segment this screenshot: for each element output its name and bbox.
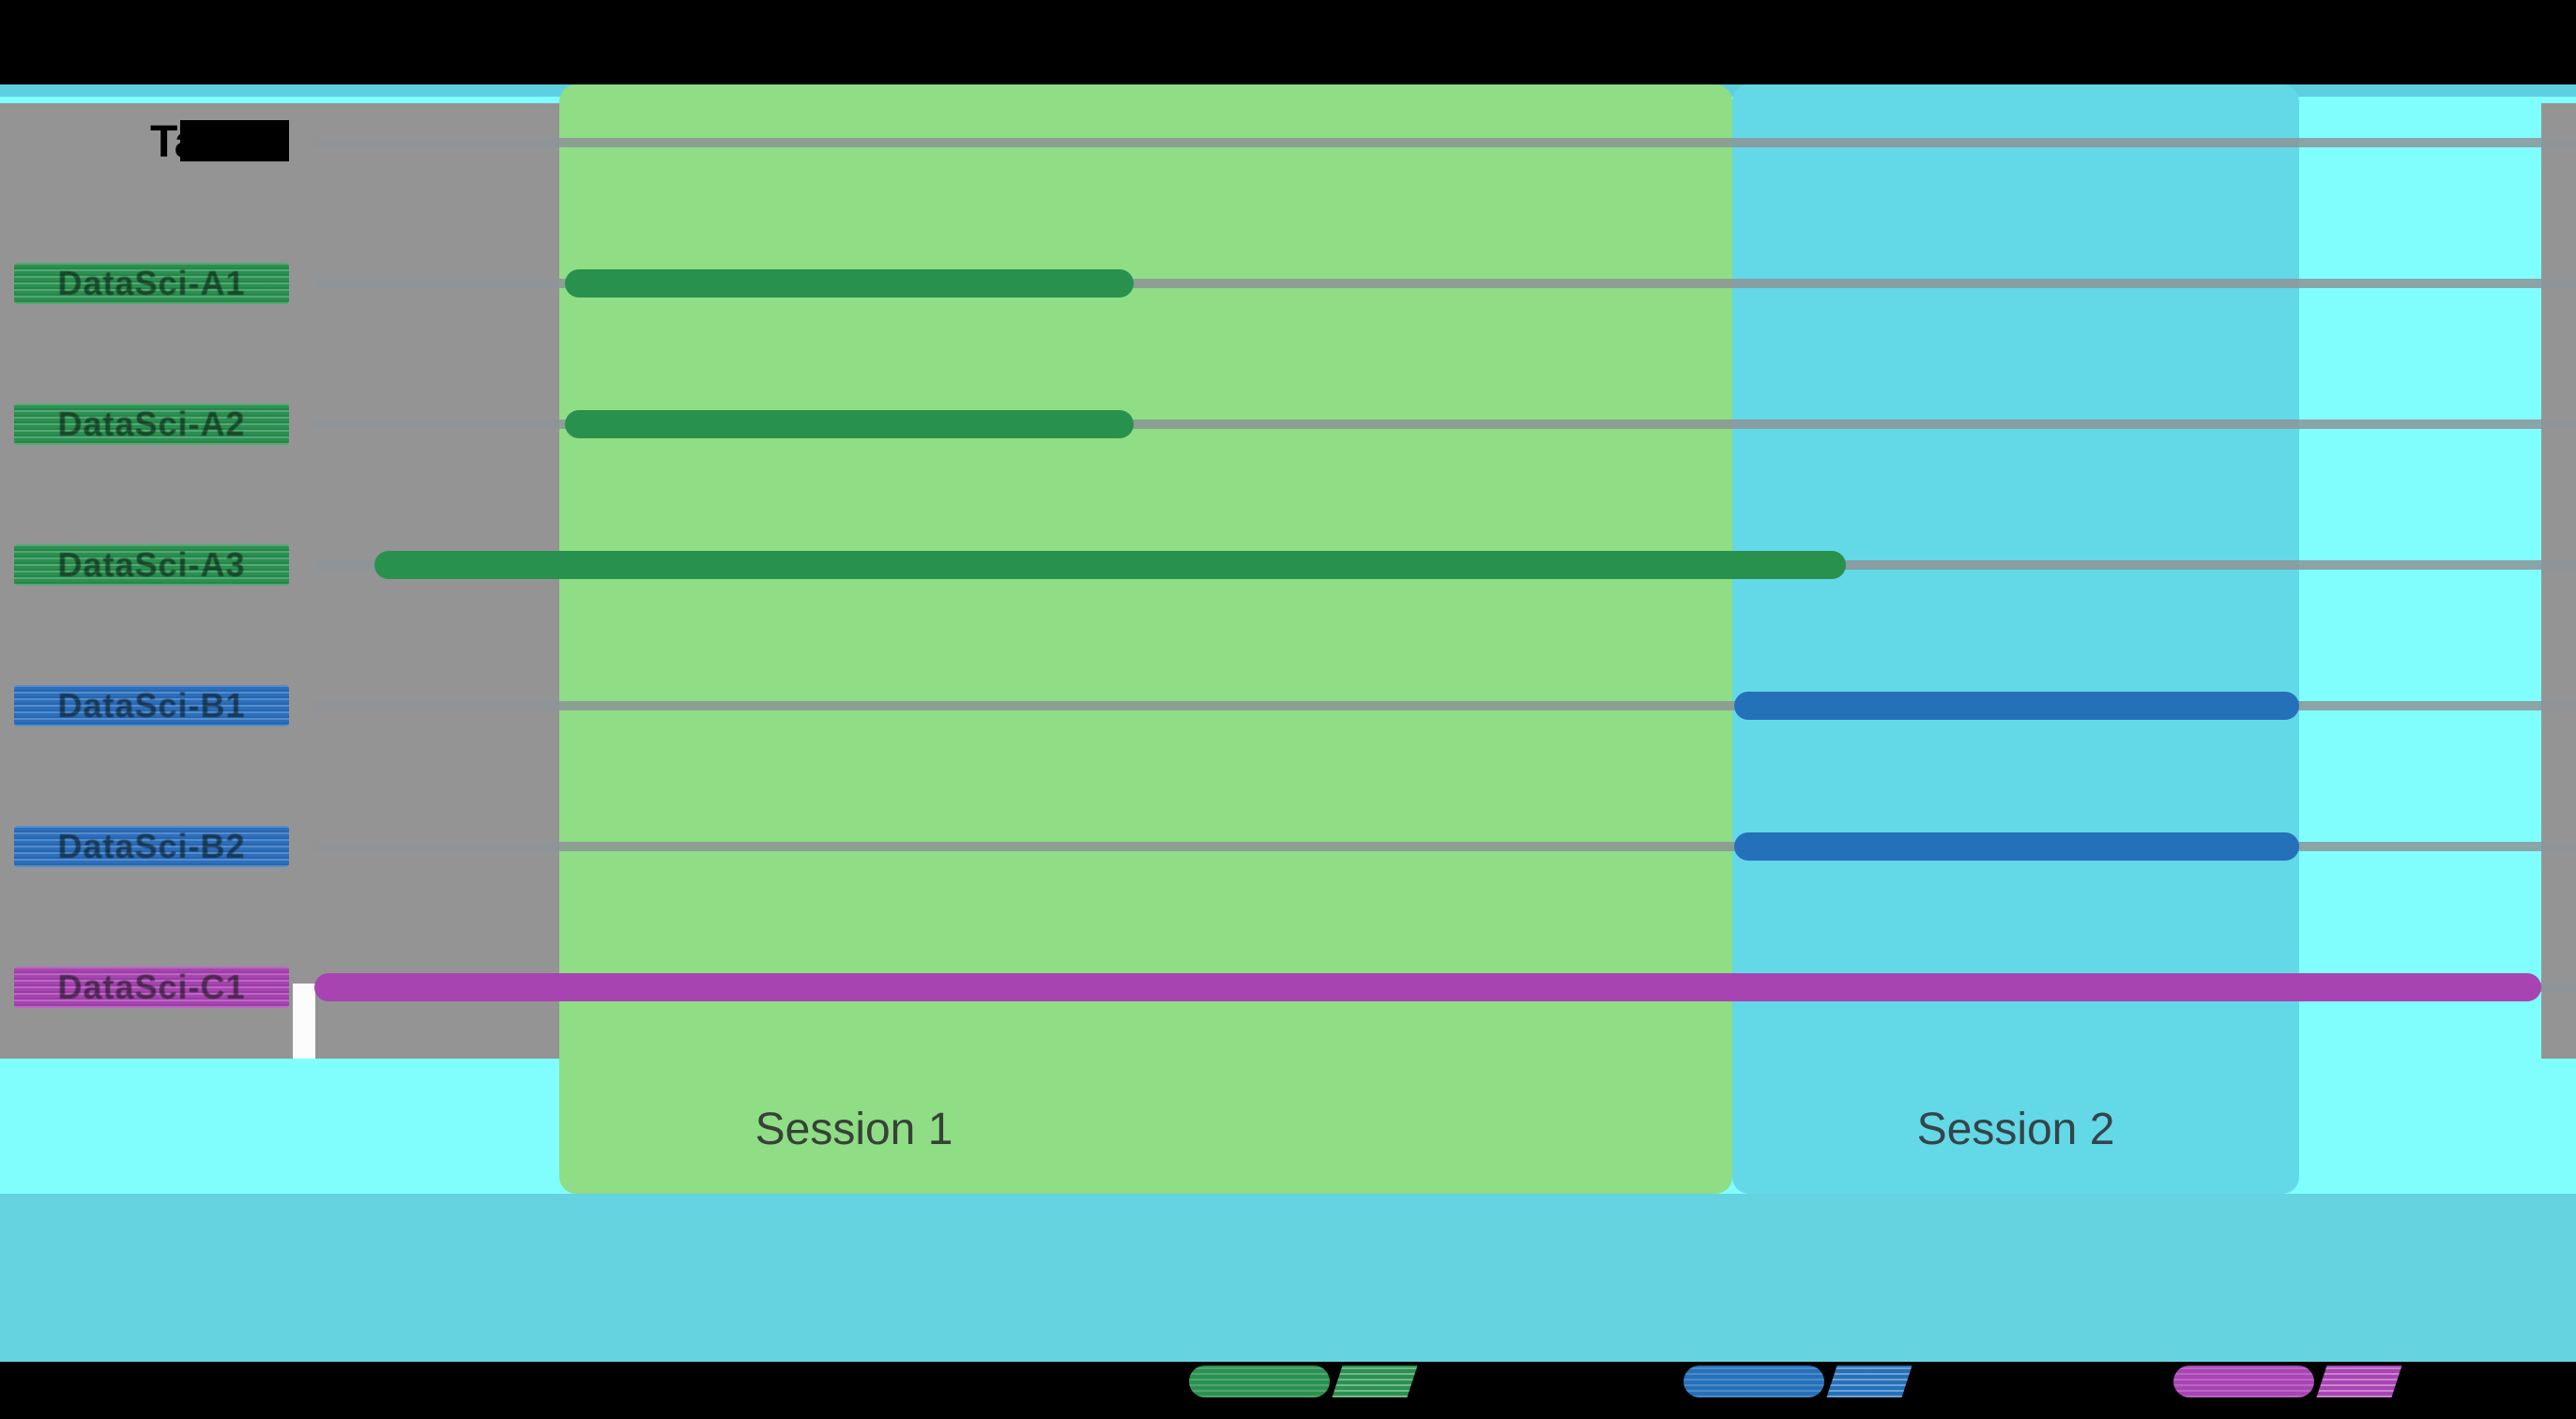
row-label-chip: DataSci-A2 [14,404,289,445]
task-bar-datasci-a2 [565,410,1134,438]
row-label: DataSci-C1 [57,968,246,1006]
figure-footer-band [0,1194,2576,1362]
axis-title-occlusion-box [180,120,289,161]
session-1-band [559,84,1732,1194]
legend-swatch-blue [1684,1366,1824,1397]
task-bar-datasci-b2 [1734,832,2299,861]
session-1-label: Session 1 [755,1105,953,1154]
legend-slash-magenta [2316,1366,2402,1397]
task-bar-datasci-b1 [1734,692,2299,720]
session-2-label: Session 2 [1916,1105,2115,1154]
task-bar-datasci-c1 [314,973,2541,1001]
post-session-band [2299,97,2541,1185]
row-rail [314,279,2576,288]
legend-slash-green [1332,1366,1418,1397]
task-bar-datasci-a3 [374,551,1846,579]
timeline-start-tick [293,984,315,1059]
legend-swatch-magenta [2173,1366,2314,1397]
row-label-chip: DataSci-B2 [14,826,289,867]
legend-slash-blue [1826,1366,1913,1397]
row-rail [314,842,2576,851]
legend-swatch-green [1189,1366,1330,1397]
row-label: DataSci-B1 [57,686,246,725]
row-label-chip: DataSci-A3 [14,544,289,586]
row-label: DataSci-A2 [57,404,246,443]
row-label-chip: DataSci-C1 [14,967,289,1008]
row-label: DataSci-A1 [57,264,246,302]
row-label: DataSci-A3 [57,545,246,584]
row-rail [314,138,2576,147]
row-label-chip: DataSci-A1 [14,263,289,304]
row-label-chip: DataSci-B1 [14,685,289,726]
row-label: DataSci-B2 [57,827,246,865]
session-2-band [1732,84,2299,1194]
row-rail [314,420,2576,429]
task-bar-datasci-a1 [565,269,1134,298]
row-rail [314,701,2576,710]
